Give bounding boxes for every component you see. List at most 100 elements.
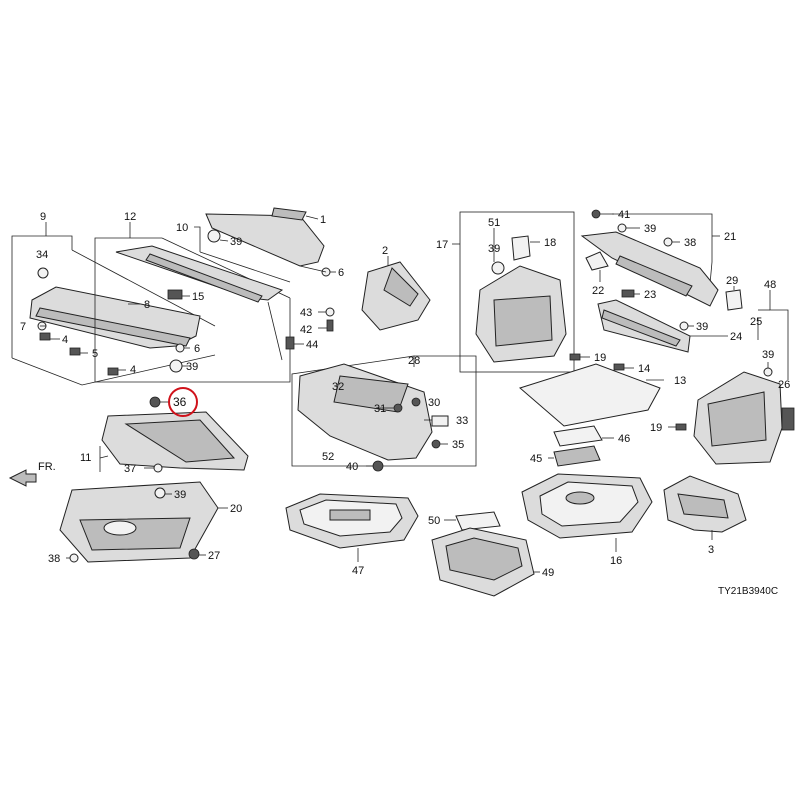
callout-38[interactable]: 38 [48, 553, 60, 565]
lid[interactable] [455, 511, 501, 531]
callout-22[interactable]: 22 [592, 285, 604, 297]
callout-12[interactable]: 12 [124, 211, 136, 223]
callout-19b[interactable]: 19 [650, 422, 662, 434]
callout-15[interactable]: 15 [192, 291, 204, 303]
callout-32[interactable]: 32 [332, 381, 344, 393]
clip[interactable] [37, 267, 49, 279]
callout-35[interactable]: 35 [452, 439, 464, 451]
plate[interactable] [553, 445, 601, 467]
part-36-clip[interactable] [149, 396, 161, 408]
callout-39g[interactable]: 39 [762, 349, 774, 361]
callout-16[interactable]: 16 [610, 555, 622, 567]
callout-43[interactable]: 43 [300, 307, 312, 319]
callout-41[interactable]: 41 [618, 209, 630, 221]
clip[interactable] [69, 347, 81, 356]
clip[interactable] [39, 332, 51, 341]
callout-40[interactable]: 40 [346, 461, 358, 473]
callout-13[interactable]: 13 [674, 375, 686, 387]
callout-21[interactable]: 21 [724, 231, 736, 243]
box-group [452, 211, 575, 373]
callout-29[interactable]: 29 [726, 275, 738, 287]
fastener-group [285, 307, 335, 350]
callout-6[interactable]: 6 [194, 343, 200, 355]
cover[interactable] [781, 407, 795, 431]
callout-19[interactable]: 19 [594, 352, 606, 364]
plate[interactable] [553, 425, 603, 447]
callout-39[interactable]: 39 [186, 361, 198, 373]
callout-31[interactable]: 31 [374, 403, 386, 415]
callout-23[interactable]: 23 [644, 289, 656, 301]
clip[interactable] [169, 359, 183, 373]
callout-30[interactable]: 30 [428, 397, 440, 409]
callout-38b[interactable]: 38 [684, 237, 696, 249]
clip[interactable] [569, 353, 581, 361]
storage-box-group [431, 511, 540, 597]
clip[interactable] [153, 463, 163, 473]
cap[interactable] [725, 289, 743, 311]
callout-2[interactable]: 2 [382, 245, 388, 257]
clip[interactable] [207, 229, 221, 243]
callout-11[interactable]: 11 [80, 452, 91, 464]
trunk-tray-group [521, 473, 653, 552]
clip[interactable] [154, 487, 166, 499]
callout-26[interactable]: 26 [778, 379, 790, 391]
callout-4[interactable]: 4 [62, 334, 68, 346]
callout-17[interactable]: 17 [436, 239, 448, 251]
right-upper-group [580, 209, 743, 353]
cap[interactable] [511, 235, 531, 261]
callout-36[interactable]: 36 [173, 395, 187, 409]
callout-39b[interactable]: 39 [230, 236, 242, 248]
right-side-lining-group [668, 290, 795, 465]
floor-board[interactable] [518, 363, 661, 427]
highlight-ring [168, 387, 198, 417]
callout-37[interactable]: 37 [124, 463, 136, 475]
callout-10[interactable]: 10 [176, 222, 188, 234]
callout-7[interactable]: 7 [20, 321, 26, 333]
floor-tray-group [59, 481, 228, 563]
clip[interactable] [675, 423, 687, 431]
callout-50[interactable]: 50 [428, 515, 440, 527]
callout-42[interactable]: 42 [300, 324, 312, 336]
cap[interactable] [585, 251, 609, 271]
callout-24[interactable]: 24 [730, 331, 742, 343]
callout-39e[interactable]: 39 [644, 223, 656, 235]
callout-46[interactable]: 46 [618, 433, 630, 445]
callout-28[interactable]: 28 [408, 355, 420, 367]
callout-3[interactable]: 3 [708, 544, 714, 556]
clip[interactable] [188, 548, 200, 560]
clip[interactable] [763, 367, 773, 377]
callout-5[interactable]: 5 [92, 348, 98, 360]
trunk-side-lining[interactable] [297, 363, 433, 461]
clip[interactable] [107, 367, 119, 376]
callout-1[interactable]: 1 [320, 214, 326, 226]
callout-33[interactable]: 33 [456, 415, 468, 427]
clip[interactable] [621, 289, 635, 298]
callout-4b[interactable]: 4 [130, 364, 136, 376]
clip[interactable] [167, 289, 183, 300]
callout-27[interactable]: 27 [208, 550, 220, 562]
callout-6b[interactable]: 6 [338, 267, 344, 279]
callout-39f[interactable]: 39 [696, 321, 708, 333]
floor-mat-group [518, 353, 664, 467]
rear-trim-upper[interactable] [205, 213, 325, 267]
callout-51[interactable]: 51 [488, 217, 500, 229]
tonneau-group [94, 222, 291, 383]
callout-25[interactable]: 25 [750, 316, 762, 328]
callout-34[interactable]: 34 [36, 249, 48, 261]
callout-44[interactable]: 44 [306, 339, 318, 351]
clip[interactable] [491, 261, 505, 275]
callout-18[interactable]: 18 [544, 237, 556, 249]
callout-48[interactable]: 48 [764, 279, 776, 291]
clip[interactable] [613, 363, 625, 371]
callout-52[interactable]: 52 [322, 451, 334, 463]
callout-8[interactable]: 8 [144, 299, 150, 311]
callout-9[interactable]: 9 [40, 211, 46, 223]
callout-45[interactable]: 45 [530, 453, 542, 465]
callout-39d[interactable]: 39 [488, 243, 500, 255]
callout-47[interactable]: 47 [352, 565, 364, 577]
front-arrow: FR. [8, 461, 56, 487]
callout-49[interactable]: 49 [542, 567, 554, 579]
callout-20[interactable]: 20 [230, 503, 242, 515]
callout-39c[interactable]: 39 [174, 489, 186, 501]
callout-14[interactable]: 14 [638, 363, 650, 375]
